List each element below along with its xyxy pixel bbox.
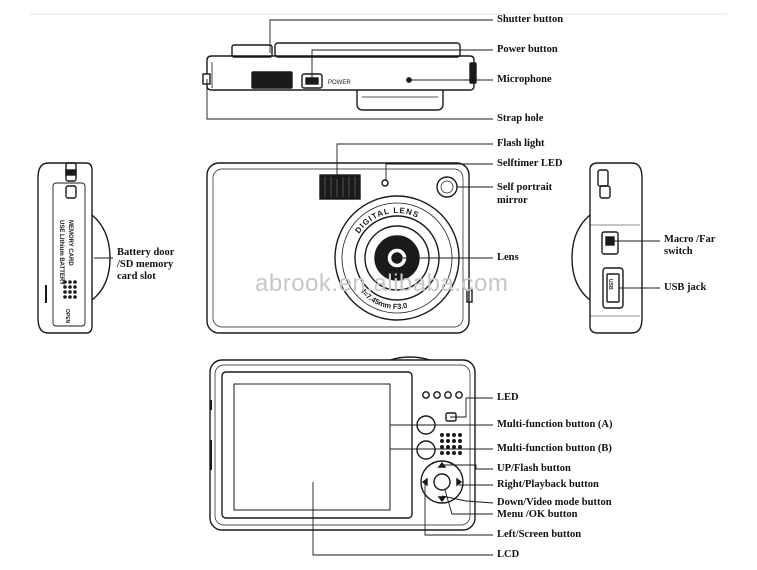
callout-leaders	[94, 19, 660, 556]
label-battery-door-1: Battery door	[117, 247, 175, 258]
label-down-video: Down/Video mode button	[497, 497, 612, 508]
label-multi-function-b: Multi-function button (B)	[497, 443, 612, 454]
lens-ring-text-top: DIGITAL LENS	[353, 206, 420, 235]
label-selftimer-led: Selftimer LED	[497, 158, 563, 169]
label-self-portrait-1: Self portrait	[497, 182, 553, 193]
label-left-screen: Left/Screen button	[497, 529, 582, 540]
label-macro-far-1: Macro /Far	[664, 234, 716, 245]
label-battery-door-2: /SD memory	[117, 259, 174, 270]
label-menu-ok: Menu /OK button	[497, 509, 578, 520]
usb-port-print: USB	[607, 279, 613, 290]
label-self-portrait-2: mirror	[497, 195, 528, 206]
label-microphone: Microphone	[497, 74, 552, 85]
label-usb-jack: USB jack	[664, 282, 707, 293]
label-lens: Lens	[497, 252, 519, 263]
watermark: abrook.en.alibaba.com	[255, 270, 509, 297]
label-led: LED	[497, 392, 519, 403]
label-strap-hole: Strap hole	[497, 113, 544, 124]
label-up-flash: UP/Flash button	[497, 463, 571, 474]
camera-right-side-view	[571, 162, 643, 334]
memory-card-print: MEMORY CARD	[67, 220, 73, 266]
label-multi-function-a: Multi-function button (A)	[497, 419, 613, 430]
label-flash-light: Flash light	[497, 138, 545, 149]
label-battery-door-3: card slot	[117, 271, 156, 282]
label-shutter-button: Shutter button	[497, 14, 564, 25]
label-power-button: Power button	[497, 44, 558, 55]
camera-left-side-view	[37, 162, 111, 334]
label-lcd: LCD	[497, 549, 520, 560]
power-print: POWER	[328, 80, 351, 86]
battery-door-print: USE Lithium BATTERY	[58, 220, 64, 285]
label-macro-far-2: switch	[664, 246, 693, 257]
camera-back-view	[209, 356, 476, 531]
label-right-playback: Right/Playback button	[497, 479, 599, 490]
camera-top-view	[202, 42, 477, 111]
camera-front-view	[206, 162, 473, 334]
open-print: OPEN	[64, 309, 70, 324]
